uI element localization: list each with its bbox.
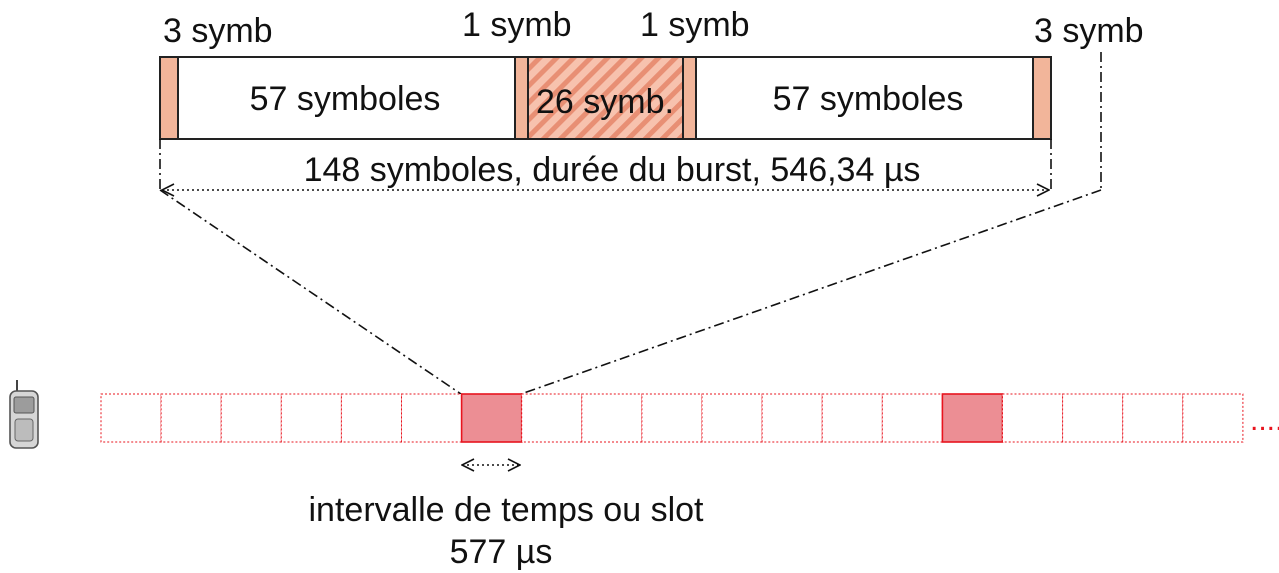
- label-stealing-left: 1 symb: [462, 6, 572, 44]
- zoom-line-right: [520, 189, 1102, 395]
- stealing-flag-left: [514, 56, 529, 140]
- training-sequence: [527, 56, 684, 140]
- slot-caption-line1: intervalle de temps ou slot: [309, 491, 705, 529]
- zoom-lines: [159, 52, 1102, 395]
- slot-caption-line2: 577 µs: [450, 533, 553, 571]
- label-stealing-right: 1 symb: [640, 6, 750, 44]
- time-slot: [641, 393, 703, 443]
- time-slot-active: [460, 393, 523, 443]
- time-slot: [821, 393, 883, 443]
- label-data-left: 57 symboles: [250, 80, 441, 118]
- time-slot: [1182, 393, 1244, 443]
- time-slot: [340, 393, 402, 443]
- time-slot: [100, 393, 162, 443]
- time-slot: [280, 393, 342, 443]
- time-slot: [1122, 393, 1184, 443]
- burst: 3 symb 1 symb 1 symb 3 symb 57 symboles …: [159, 6, 1144, 190]
- stealing-flag-right: [682, 56, 697, 140]
- time-slot: [220, 393, 282, 443]
- tail-bits-left: [159, 56, 179, 140]
- time-slot: [1002, 393, 1064, 443]
- tail-bits-right: [1032, 56, 1052, 140]
- time-slot: [761, 393, 823, 443]
- time-slot: [521, 393, 583, 443]
- time-slot: [160, 393, 222, 443]
- label-tail-right: 3 symb: [1034, 12, 1144, 50]
- tdma-frame: [100, 393, 1244, 443]
- duration-label: 148 symboles, durée du burst, 546,34 µs: [304, 151, 921, 189]
- time-slot: [1062, 393, 1124, 443]
- frame-continuation: ....: [1250, 404, 1279, 437]
- time-slot: [401, 393, 463, 443]
- time-slot: [881, 393, 943, 443]
- label-data-right: 57 symboles: [773, 80, 964, 118]
- mobile-phone-icon: [9, 380, 39, 449]
- label-training: 26 symb.: [536, 83, 674, 121]
- time-slot-active: [941, 393, 1004, 443]
- label-tail-left: 3 symb: [163, 12, 273, 50]
- zoom-line-left: [159, 189, 462, 395]
- time-slot: [581, 393, 643, 443]
- time-slot: [701, 393, 763, 443]
